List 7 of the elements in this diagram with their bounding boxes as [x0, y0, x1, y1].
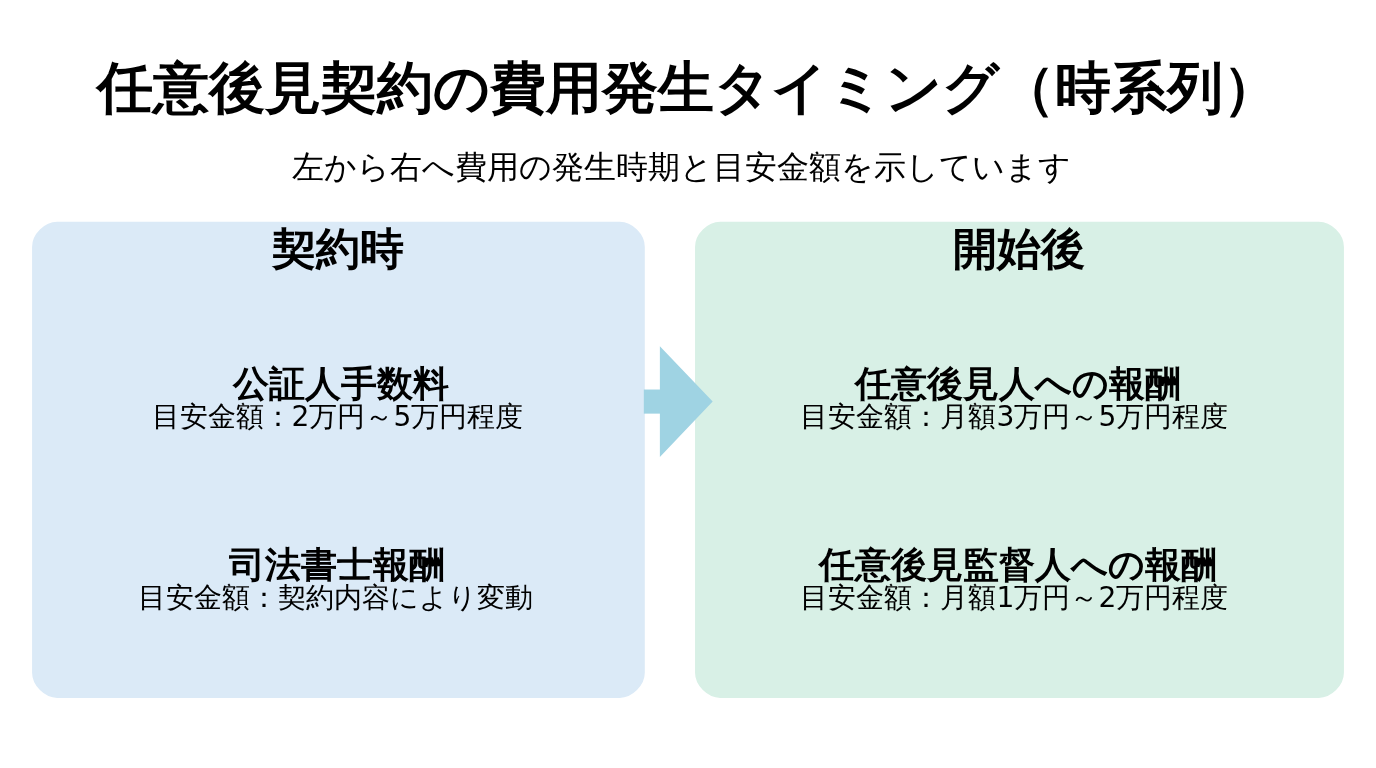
label: 左から右へ費用の発生時期と目安金額を示しています: [292, 147, 1072, 186]
arrow: [643, 345, 713, 457]
node-text: 任意後見監督人への報酬 目安金額：月額1万円～2万円程度: [800, 542, 1229, 614]
node-text: 公証人手数料 目安金額：2万円～5万円程度: [151, 361, 524, 433]
node-text: 司法書士報酬 目安金額：契約内容により変動: [137, 542, 533, 614]
node-text: 任意後見人への報酬 目安金額：月額3万円～5万円程度: [800, 361, 1229, 433]
diagram-title: 任意後見契約の費用発生タイミング（時系列）: [97, 54, 1280, 120]
